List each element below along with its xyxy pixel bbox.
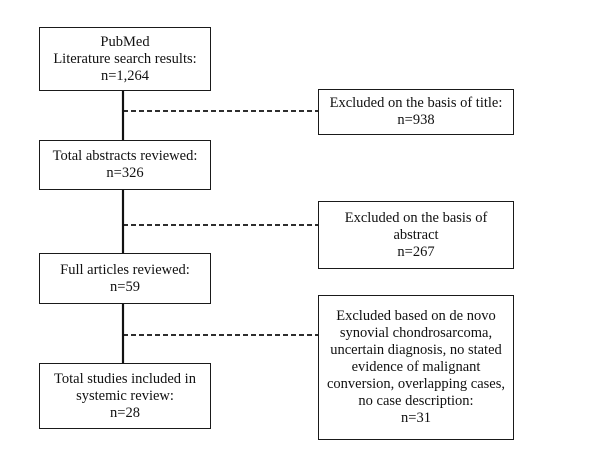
box-line: n=31 (401, 410, 431, 426)
box-line: Total abstracts reviewed: (52, 148, 198, 164)
box-line: systemic review: (76, 387, 174, 404)
box-line: Excluded on the basis of title: (329, 95, 503, 111)
box-line: n=938 (397, 112, 435, 128)
box-line: n=1,264 (100, 67, 150, 84)
box-line: Excluded on the basis of (344, 209, 488, 226)
excluded-title-box: Excluded on the basis of title: n=938 (318, 89, 514, 135)
box-line: Total studies included in (54, 370, 196, 387)
box-line: n=28 (110, 404, 140, 421)
box-line: n=326 (106, 165, 144, 181)
excluded-full-text-box: Excluded based on de novo synovial chond… (318, 295, 514, 440)
pubmed-search-box: PubMed Literature search results: n=1,26… (39, 27, 211, 91)
studies-included-box: Total studies included in systemic revie… (39, 363, 211, 429)
box-line: abstract (393, 226, 439, 243)
full-articles-box: Full articles reviewed: n=59 (39, 253, 211, 304)
box-line: synovial chondrosarcoma, (339, 325, 493, 341)
box-line: uncertain diagnosis, no stated (330, 342, 502, 358)
box-line: Full articles reviewed: (60, 261, 190, 278)
box-line: conversion, overlapping cases, (327, 376, 505, 392)
abstracts-reviewed-box: Total abstracts reviewed: n=326 (39, 140, 211, 190)
box-line: n=267 (397, 243, 435, 260)
box-line: evidence of malignant (351, 359, 481, 375)
box-line: n=59 (110, 278, 140, 295)
excluded-abstract-box: Excluded on the basis of abstract n=267 (318, 201, 514, 269)
box-line: PubMed (100, 33, 150, 50)
box-line: no case description: (358, 393, 474, 409)
box-line: Literature search results: (53, 50, 197, 67)
box-line: Excluded based on de novo (336, 308, 496, 324)
